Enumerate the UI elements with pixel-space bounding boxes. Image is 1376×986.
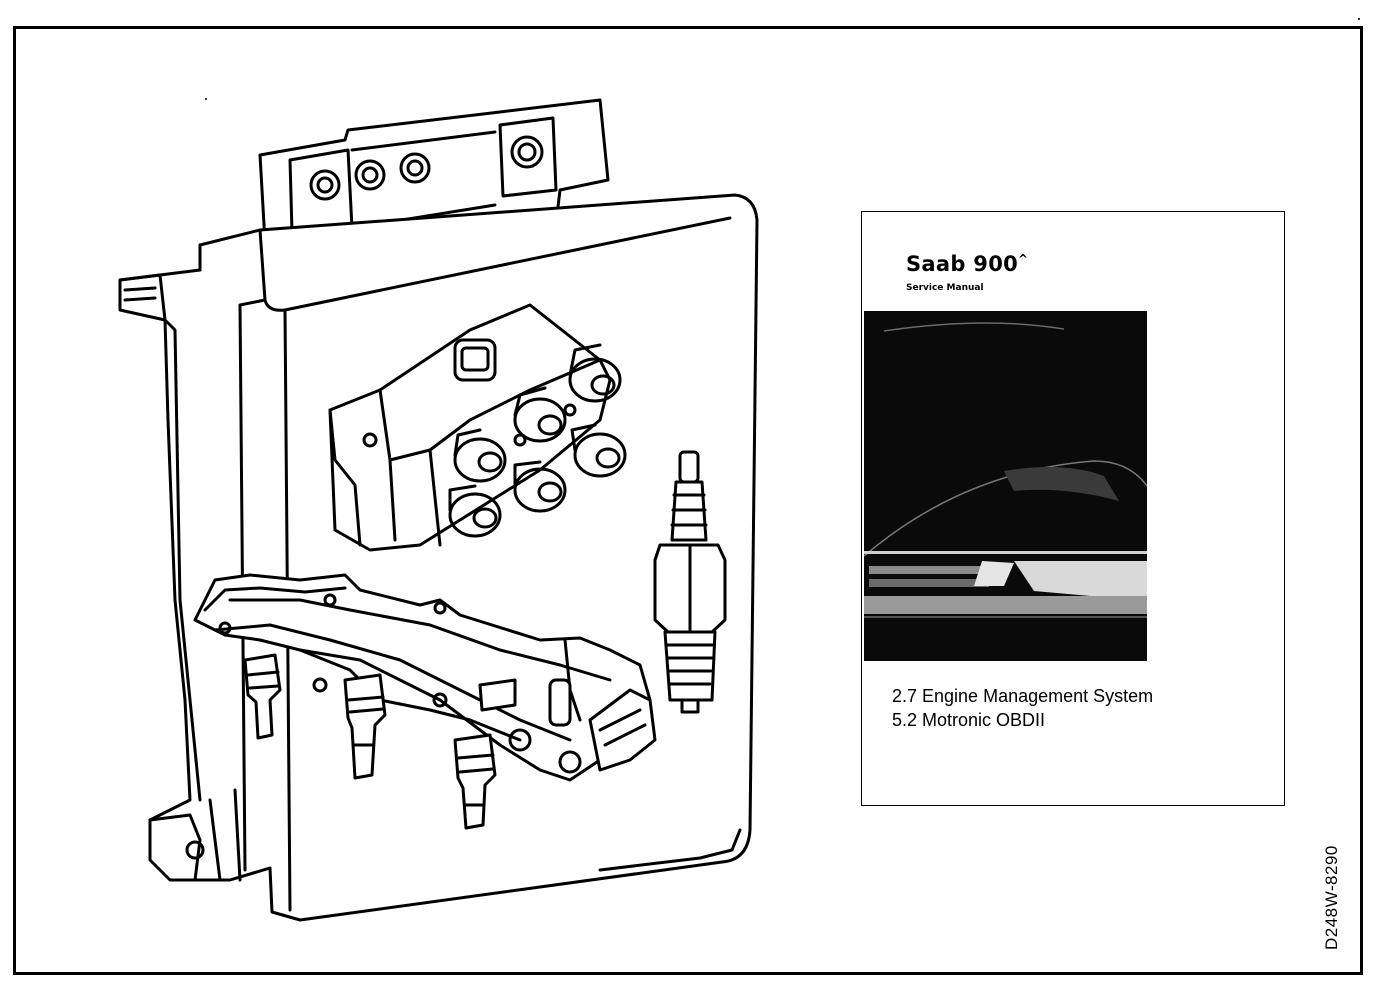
- scan-speck: [205, 98, 207, 100]
- manual-line-engine-management: 2.7 Engine Management System: [892, 686, 1154, 706]
- manual-line-motronic: 5.2 Motronic OBDII: [892, 710, 1046, 730]
- scan-speck: [1358, 18, 1360, 20]
- coil-towers: [448, 343, 627, 538]
- cover-car-photo: [864, 311, 1147, 661]
- manual-subtitle: Service Manual: [906, 283, 984, 293]
- figure-frame: [13, 26, 1363, 975]
- spark-plug-illustration: [653, 450, 727, 714]
- figure-code: D248W-8290: [1322, 845, 1341, 950]
- service-manual-cover: Saab 900^ Service Manual 2.7 Engine Mana…: [861, 211, 1285, 806]
- manual-title: Saab 900^: [906, 252, 1029, 276]
- fuel-rail-injectors-illustration: [193, 573, 657, 830]
- manual-title-mark: ^: [1018, 252, 1029, 266]
- ecu-mounting-bracket: [258, 98, 610, 244]
- ignition-coil-illustration: [328, 303, 627, 552]
